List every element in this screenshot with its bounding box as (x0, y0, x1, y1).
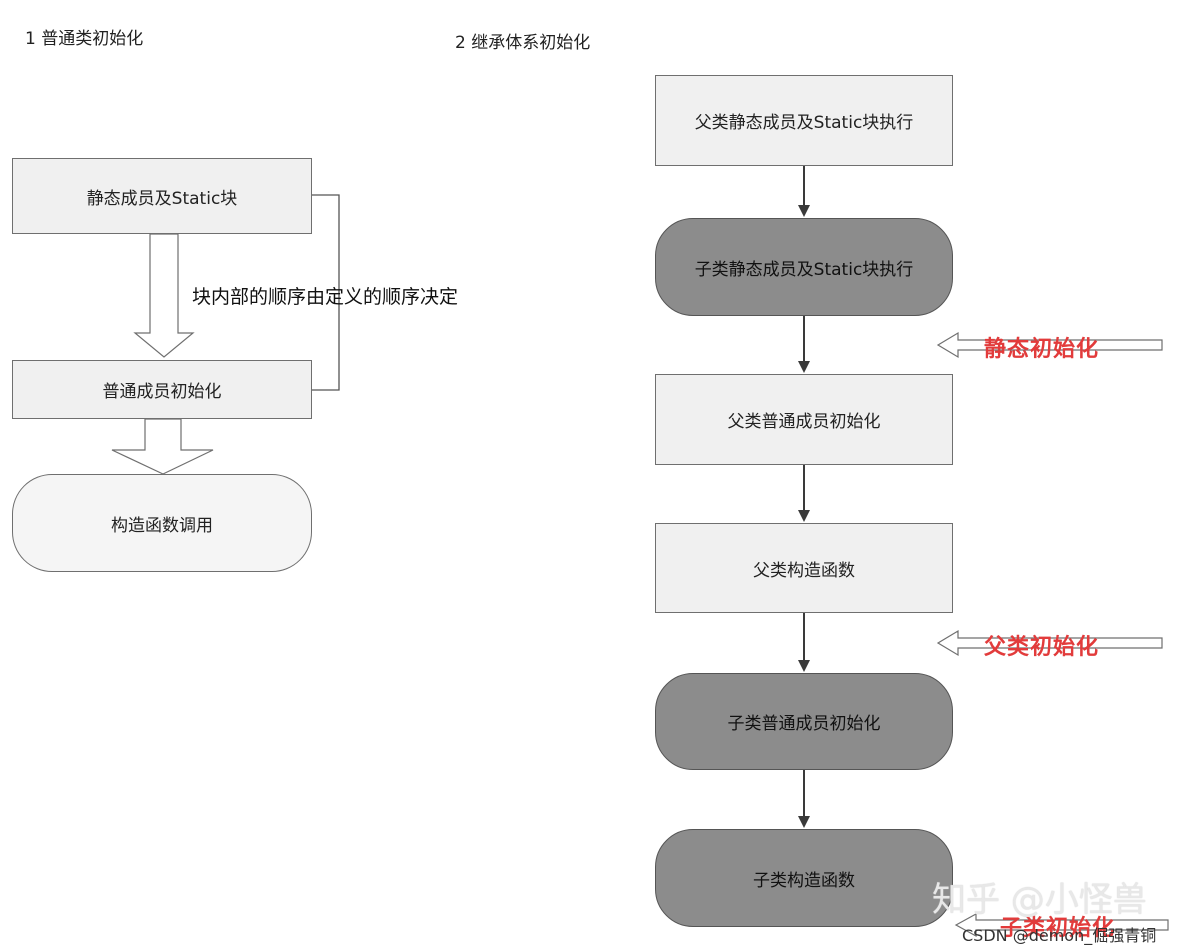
node-constructor-call-label: 构造函数调用 (111, 515, 213, 536)
node-child-static-label: 子类静态成员及Static块执行 (694, 259, 914, 280)
node-parent-constructor-label: 父类构造函数 (753, 560, 855, 581)
order-note: 块内部的顺序由定义的顺序决定 (192, 286, 459, 308)
node-child-constructor-label: 子类构造函数 (753, 870, 855, 891)
node-parent-member: 父类普通成员初始化 (655, 374, 953, 465)
node-constructor-call: 构造函数调用 (12, 474, 312, 572)
node-member-init: 普通成员初始化 (12, 360, 312, 419)
node-child-constructor: 子类构造函数 (655, 829, 953, 927)
right-section-title: 2 继承体系初始化 (455, 33, 591, 53)
left-flow-arrow-2 (111, 418, 214, 475)
node-member-init-label: 普通成员初始化 (102, 382, 222, 402)
node-parent-static-label: 父类静态成员及Static块执行 (694, 113, 914, 133)
stage-label-parent: 父类初始化 (984, 634, 1100, 660)
node-child-static: 子类静态成员及Static块执行 (655, 218, 953, 316)
node-parent-member-label: 父类普通成员初始化 (727, 412, 881, 432)
node-child-member: 子类普通成员初始化 (655, 673, 953, 770)
stage-label-child: 子类初始化 (1000, 915, 1116, 941)
node-static-block: 静态成员及Static块 (12, 158, 312, 234)
node-parent-static: 父类静态成员及Static块执行 (655, 75, 953, 166)
zhihu-watermark: 知乎 @小怪兽 (932, 880, 1147, 920)
stage-label-static: 静态初始化 (984, 336, 1100, 362)
csdn-watermark: CSDN @demon_倔强青铜 (962, 926, 1157, 945)
node-parent-constructor: 父类构造函数 (655, 523, 953, 613)
node-static-block-label: 静态成员及Static块 (86, 188, 238, 209)
node-child-member-label: 子类普通成员初始化 (727, 714, 881, 734)
left-flow-arrow-1 (133, 233, 195, 358)
left-section-title: 1 普通类初始化 (25, 29, 144, 49)
